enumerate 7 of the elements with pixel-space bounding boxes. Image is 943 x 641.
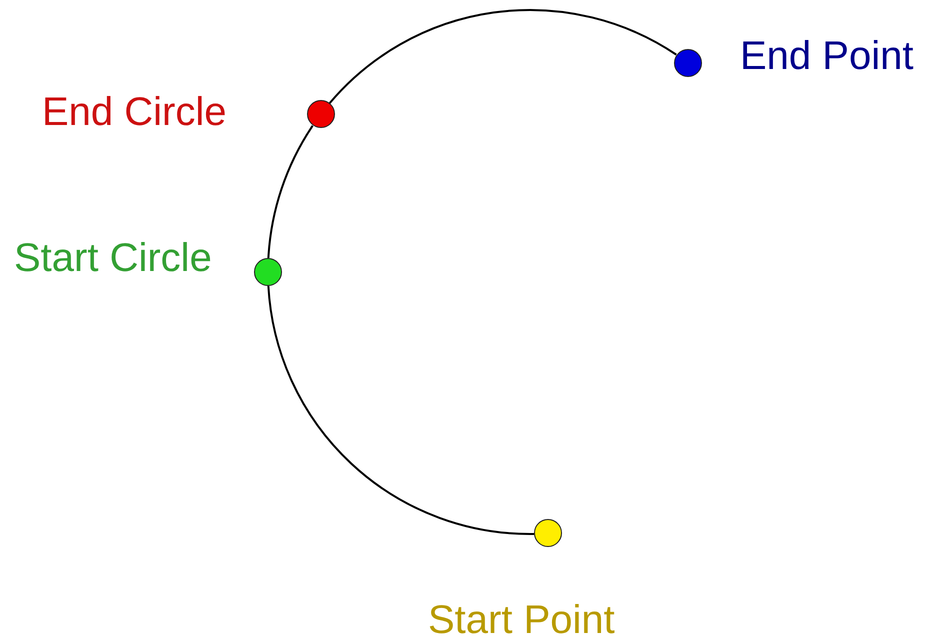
point-label: End Circle <box>42 92 227 132</box>
arc-line <box>267 286 534 535</box>
point-label: Start Point <box>428 600 615 640</box>
point-label: Start Circle <box>14 238 212 278</box>
point-label: End Point <box>740 36 914 76</box>
arc-line <box>328 9 677 104</box>
arc-line <box>267 125 314 258</box>
